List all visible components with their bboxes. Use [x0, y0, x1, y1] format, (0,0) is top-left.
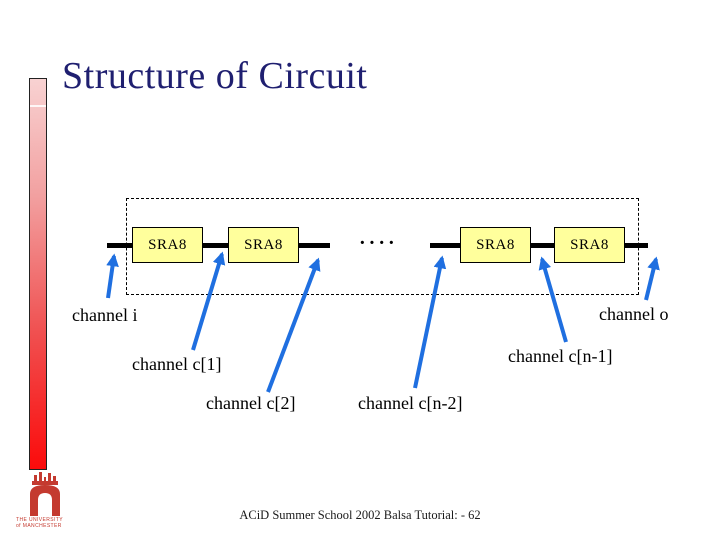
- label-channel-cn1: channel c[n-1]: [508, 346, 613, 366]
- arrow-channel-i: [106, 253, 119, 299]
- university-logo: [30, 472, 60, 516]
- label-channel-i: channel i: [72, 305, 138, 325]
- gradient-accent-bar: [29, 78, 47, 470]
- footer-text: ACiD Summer School 2002 Balsa Tutorial: …: [239, 508, 481, 522]
- slide-title: Structure of Circuit: [62, 55, 368, 97]
- ellipsis-dots: ····: [359, 232, 398, 254]
- logo-text-line1: THE UNIVERSITY: [16, 517, 63, 523]
- label-channel-c2: channel c[2]: [206, 393, 296, 413]
- logo-text-line2: of MANCHESTER: [16, 523, 62, 529]
- sra-block-1: SRA8: [132, 227, 203, 263]
- sra-block-4: SRA8: [554, 227, 625, 263]
- wire-left-segment: [107, 243, 330, 248]
- label-channel-cn2: channel c[n-2]: [358, 393, 463, 413]
- bar-divider: [30, 105, 46, 107]
- wire-right-segment: [430, 243, 648, 248]
- arrow-channel-o: [644, 256, 660, 301]
- university-logo-text: THE UNIVERSITY of MANCHESTER: [16, 517, 86, 529]
- sra-block-3: SRA8: [460, 227, 531, 263]
- label-channel-o: channel o: [599, 304, 669, 324]
- sra-block-2: SRA8: [228, 227, 299, 263]
- label-channel-c1: channel c[1]: [132, 354, 222, 374]
